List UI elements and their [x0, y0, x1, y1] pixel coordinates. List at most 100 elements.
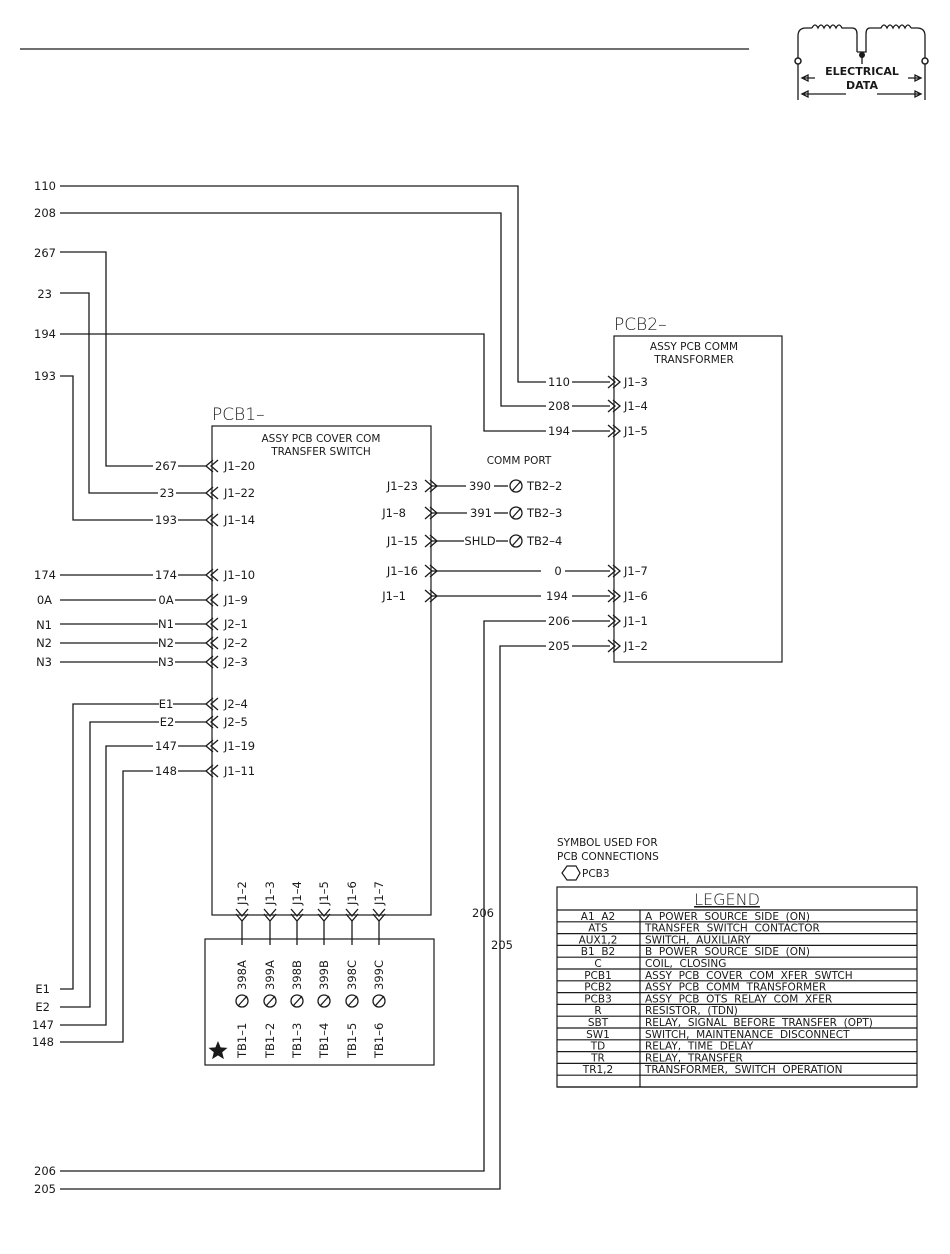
wire-label-208: 208	[34, 206, 56, 220]
legend-code: PCB1	[584, 970, 612, 982]
comm-port-label: COMM PORT	[487, 455, 552, 467]
connector-chevron-icon	[205, 764, 219, 778]
inline-23: 23	[160, 486, 175, 500]
inline-e2: E2	[160, 715, 175, 729]
screw-terminal-icon	[235, 994, 249, 1008]
wire-label-193: 193	[34, 369, 56, 383]
legend-desc: SWITCH, MAINTENANCE DISCONNECT	[645, 1029, 850, 1041]
inline-shld: SHLD	[464, 534, 495, 548]
inline-n3: N3	[158, 655, 174, 669]
connector-chevron-icon	[205, 617, 219, 631]
wire-label-e2: E2	[35, 1000, 50, 1014]
screw-terminal-icon	[263, 994, 277, 1008]
wire-206	[60, 620, 546, 1172]
wire-208	[60, 212, 546, 407]
logo-text-data: DATA	[846, 79, 878, 92]
connector-chevron-icon	[205, 459, 219, 473]
pin-j1-16: J1–16	[386, 564, 418, 578]
legend-code: ATS	[588, 923, 608, 935]
comm-port-terminals	[509, 479, 523, 548]
tb1-wire-398b: 398B	[290, 960, 304, 990]
connector-chevron-icon	[205, 739, 219, 753]
legend-title: LEGEND	[694, 890, 760, 909]
connector-chevron-icon	[607, 564, 621, 578]
wire-label-n2: N2	[36, 636, 52, 650]
pin-j1-9: J1–9	[223, 593, 248, 607]
legend-desc: B POWER SOURCE SIDE (ON)	[645, 946, 810, 958]
pcb2-pin-j1-1: J1–1	[623, 614, 648, 628]
inline-n1: N1	[158, 617, 174, 631]
pcb2-pin-j1-2: J1–2	[623, 639, 648, 653]
connector-chevron-icon	[205, 513, 219, 527]
legend-code: A1 A2	[581, 911, 615, 923]
symbol-note-line2: PCB CONNECTIONS	[557, 851, 659, 863]
pin-j1-11: J1–11	[223, 764, 255, 778]
pin-j1-15: J1–15	[386, 534, 418, 548]
pin-j1-14: J1–14	[223, 513, 255, 527]
legend-desc: RELAY, SIGNAL BEFORE TRANSFER (OPT)	[645, 1017, 873, 1029]
symbol-note-pcb3: PCB3	[582, 868, 610, 880]
logo-text-electrical: ELECTRICAL	[825, 65, 899, 78]
pcb2-desc-line1: ASSY PCB COMM	[650, 341, 738, 353]
wire-23	[60, 292, 158, 494]
pcb1-right-connectors: J1–23 J1–8 J1–15 J1–16 J1–1	[381, 479, 418, 603]
legend-code: R	[594, 1005, 601, 1017]
pin-j1-6-bottom: J1–6	[345, 881, 359, 906]
pcb2-box	[613, 335, 783, 663]
inline-206: 206	[548, 614, 570, 628]
wire-label-e1: E1	[35, 982, 50, 996]
pcb2-pin-j1-5: J1–5	[623, 424, 648, 438]
legend-desc: COIL, CLOSING	[645, 958, 726, 970]
legend-desc: A POWER SOURCE SIDE (ON)	[645, 911, 810, 923]
tb1-wire-399b: 399B	[317, 960, 331, 990]
tb1-wires	[235, 921, 386, 1008]
screw-terminal-icon	[509, 534, 523, 548]
connector-chevron-icon	[607, 399, 621, 413]
legend-desc: TRANSFORMER, SWITCH OPERATION	[644, 1064, 843, 1076]
pin-j2-4: J2–4	[223, 697, 248, 711]
wire-label-23: 23	[37, 287, 52, 301]
wire-e2	[60, 721, 159, 1008]
legend-desc: RELAY, TRANSFER	[645, 1052, 743, 1064]
pcb1-bottom-connectors: J1–2 J1–3 J1–4 J1–5 J1–6 J1–7	[235, 881, 386, 906]
wire-label-194: 194	[34, 327, 56, 341]
screw-terminal-icon	[509, 479, 523, 493]
tb1-terminal-5: TB1–5	[345, 1023, 359, 1059]
inline-391: 391	[470, 506, 492, 520]
pin-j2-3: J2–3	[223, 655, 248, 669]
star-icon	[208, 1041, 228, 1060]
connector-chevron-icon	[205, 697, 219, 711]
wire-e1	[60, 703, 159, 990]
symbol-note-line1: SYMBOL USED FOR	[557, 837, 658, 849]
terminal-tb2-4: TB2–4	[526, 534, 562, 548]
wire-147	[60, 745, 153, 1026]
tb1-terminal-2: TB1–2	[263, 1023, 277, 1059]
pcb1-desc-line2: TRANSFER SWITCH	[270, 446, 370, 458]
inline-wire-labels: 267 23 193 174 0A N1 N2 N3 E1 E2 147 148…	[155, 375, 570, 952]
legend-code: AUX1,2	[579, 934, 618, 946]
tb1-terminal-4: TB1–4	[317, 1023, 331, 1059]
pin-j1-2-bottom: J1–2	[235, 881, 249, 906]
legend-desc: ASSY PCB OTS RELAY COM XFER	[645, 993, 832, 1005]
terminal-tb2-2: TB2–2	[526, 479, 562, 493]
inline-0: 0	[554, 564, 561, 578]
legend-code: TR1,2	[582, 1064, 613, 1076]
vertical-wire-label-205: 205	[491, 938, 513, 952]
tb1-wire-399a: 399A	[263, 960, 277, 990]
pcb2-desc-line2: TRANSFORMER	[653, 354, 734, 366]
tb1-terminal-1: TB1–1	[235, 1023, 249, 1059]
screw-terminal-icon	[509, 506, 523, 520]
inline-147: 147	[155, 739, 177, 753]
pin-j1-8: J1–8	[381, 506, 406, 520]
pcb2-pin-j1-7: J1–7	[623, 564, 648, 578]
tb1-wire-398c: 398C	[345, 960, 359, 990]
